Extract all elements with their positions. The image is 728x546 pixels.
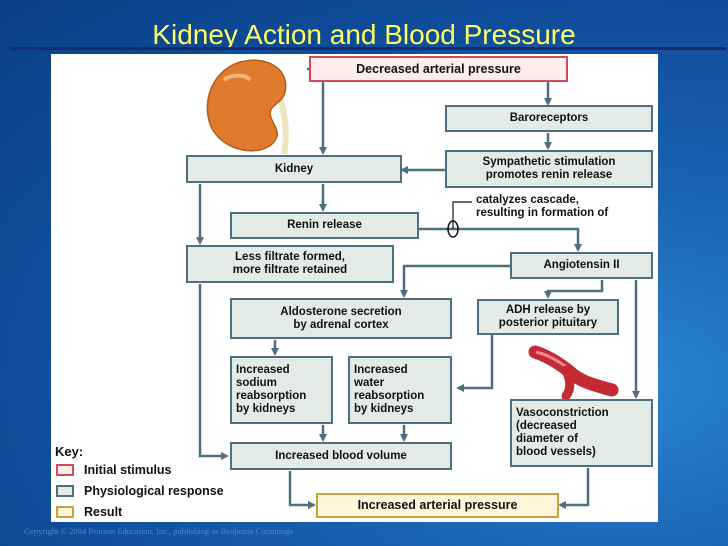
node-sympathetic-stimulation: Sympathetic stimulation promotes renin r… (445, 150, 653, 188)
kidney-illustration (206, 59, 289, 155)
slide-title: Kidney Action and Blood Pressure (152, 19, 576, 50)
legend-title: Key: (55, 444, 84, 459)
legend-swatch-initial-stimulus (56, 464, 74, 476)
copyright-text: Copyright © 2004 Pearson Education, Inc.… (24, 526, 293, 536)
arrow-renin-to-angiotensin (419, 227, 582, 252)
node-increased-blood-volume: Increased blood volume (230, 442, 452, 470)
node-adh-release: ADH release by posterior pituitary (477, 299, 619, 335)
node-increased-arterial-pressure: Increased arterial pressure (316, 493, 559, 518)
legend-label-result: Result (84, 505, 123, 519)
node-renin-release: Renin release (230, 212, 419, 239)
node-aldosterone-secretion: Aldosterone secretion by adrenal cortex (230, 298, 452, 339)
node-increased-water-reabsorption: Increased water reabsorption by kidneys (348, 356, 452, 424)
arrow-adh-to-water (456, 335, 494, 392)
node-baroreceptors: Baroreceptors (445, 105, 653, 132)
catalyze-callout-line (452, 201, 472, 229)
node-increased-sodium-reabsorption: Increased sodium reabsorption by kidneys (230, 356, 333, 424)
legend-label-initial-stimulus: Initial stimulus (84, 463, 172, 477)
node-kidney: Kidney (186, 155, 402, 183)
arrow-vasoconstriction-to-pressure (558, 468, 590, 509)
legend-swatch-physiological-response (56, 485, 74, 497)
node-less-filtrate: Less filtrate formed, more filtrate reta… (186, 245, 394, 283)
catalyze-note: catalyzes cascade, resulting in formatio… (476, 194, 609, 219)
node-decreased-arterial-pressure: Decreased arterial pressure (309, 56, 568, 82)
title-divider (10, 47, 726, 50)
legend-swatch-result (56, 506, 74, 518)
node-angiotensin-ii: Angiotensin II (510, 252, 653, 279)
arrow-angiotensin-to-aldosterone (400, 264, 510, 298)
node-vasoconstriction: Vasoconstriction (decreased diameter of … (510, 399, 653, 467)
catalyze-callout-ring (447, 220, 459, 238)
arrow-filtrate-to-volume (198, 284, 229, 460)
arrow-angiotensin-to-adh (544, 280, 604, 299)
legend-label-physiological-response: Physiological response (84, 484, 224, 498)
arrow-volume-to-pressure (288, 471, 316, 509)
blood-vessel-illustration (528, 345, 619, 401)
